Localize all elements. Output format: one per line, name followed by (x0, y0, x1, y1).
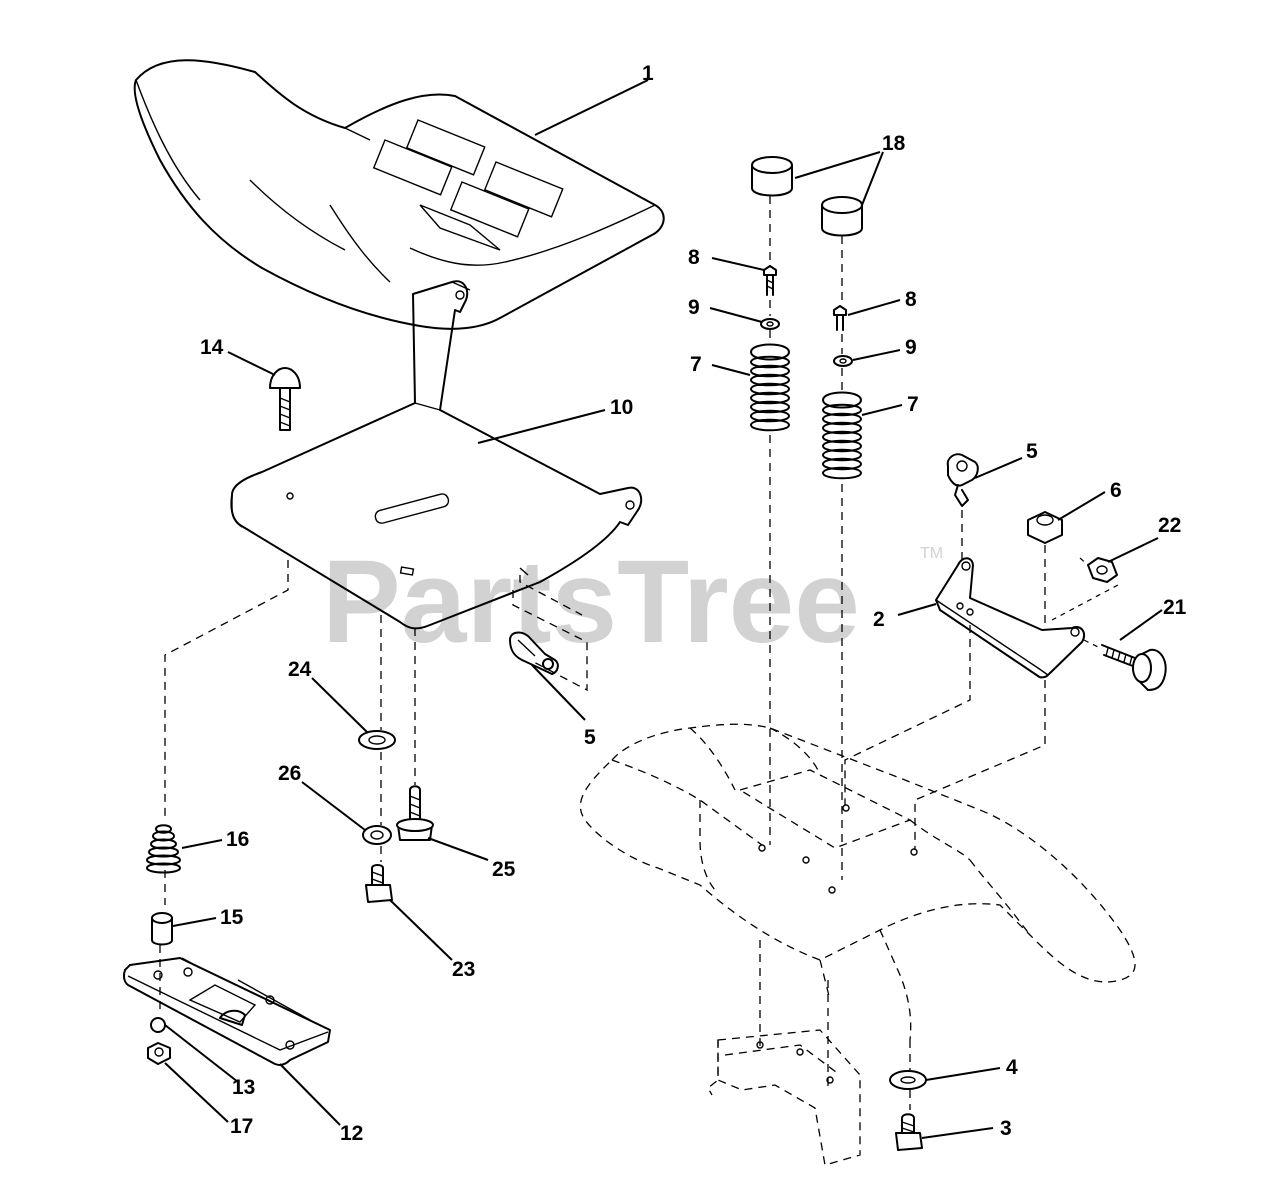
bumper-18-left-part (751, 156, 793, 197)
washer-24-part (358, 730, 396, 750)
spring-7-left-part (750, 343, 790, 432)
watermark-trademark: TM (920, 545, 943, 562)
label-washer-26[interactable]: 26 (278, 762, 301, 785)
nut-17-part (147, 1042, 171, 1065)
washer-4-part (889, 1070, 927, 1090)
bumper-18-right-part (821, 196, 863, 237)
bolt-25-part (396, 785, 434, 841)
nut-22-part (1087, 557, 1118, 583)
label-spring-7-right[interactable]: 7 (907, 393, 919, 416)
label-screw-8-left[interactable]: 8 (688, 246, 700, 269)
spring-7-right-part (822, 391, 862, 480)
watermark-text: PartsTree (322, 536, 860, 668)
dashed-line-bracket-right (914, 680, 1046, 850)
label-adjust-plate[interactable]: 12 (340, 1122, 363, 1145)
label-washer-4[interactable]: 4 (1006, 1056, 1018, 1079)
seat-part (133, 59, 665, 330)
clip-left-dashed-line-2 (519, 575, 583, 616)
lower-frame-bracket-dashed (707, 940, 861, 1166)
washer-9-left-part (760, 318, 780, 330)
label-bolt-23[interactable]: 23 (452, 958, 475, 981)
label-clip-5-right[interactable]: 5 (1026, 440, 1038, 463)
tractor-frame-dashed (579, 723, 1136, 1041)
label-bracket-2[interactable]: 2 (873, 608, 885, 631)
carriage-bolt-part (269, 367, 301, 431)
label-nut-13[interactable]: 13 (232, 1076, 255, 1099)
label-nut-22[interactable]: 22 (1158, 514, 1181, 537)
label-washer-24[interactable]: 24 (288, 658, 312, 681)
bolt-23-part (365, 864, 393, 903)
spring-16-part (146, 824, 181, 874)
label-spacer-15[interactable]: 15 (220, 906, 244, 929)
label-knob-21[interactable]: 21 (1163, 596, 1187, 619)
dashed-line-bracket-left (844, 625, 971, 805)
nut-6-part (1027, 511, 1063, 544)
seat-pan-part (230, 280, 643, 630)
bolt-3-part (895, 1113, 923, 1151)
bracket-2-part (935, 557, 1086, 679)
label-spring-7-left[interactable]: 7 (690, 353, 702, 376)
label-seat-pan[interactable]: 10 (610, 396, 633, 419)
label-washer-9-left[interactable]: 9 (688, 296, 700, 319)
label-seat[interactable]: 1 (642, 62, 654, 85)
label-nut-17[interactable]: 17 (230, 1115, 253, 1138)
dashed-line-14-16 (164, 560, 289, 820)
clip-left-part (509, 631, 559, 675)
label-bumper-18[interactable]: 18 (882, 132, 906, 155)
adjust-plate-part (123, 957, 331, 1066)
label-clip-5-left[interactable]: 5 (584, 726, 596, 749)
label-bolt-25[interactable]: 25 (492, 858, 516, 881)
nut-13-part (150, 1017, 166, 1033)
screw-8-right-part (833, 305, 847, 331)
label-screw-8-right[interactable]: 8 (905, 288, 917, 311)
label-nut-6[interactable]: 6 (1110, 479, 1122, 502)
knob-21-part (1101, 644, 1167, 691)
washer-26-part (362, 825, 392, 845)
washer-9-right-part (833, 355, 853, 367)
clip-right-part (946, 453, 979, 507)
label-spring-16[interactable]: 16 (226, 828, 249, 851)
screw-8-left-part (763, 265, 777, 296)
label-washer-9-right[interactable]: 9 (905, 336, 917, 359)
spacer-15-part (151, 912, 173, 946)
label-carriage-bolt[interactable]: 14 (200, 336, 224, 359)
label-bolt-3[interactable]: 3 (1000, 1117, 1012, 1140)
